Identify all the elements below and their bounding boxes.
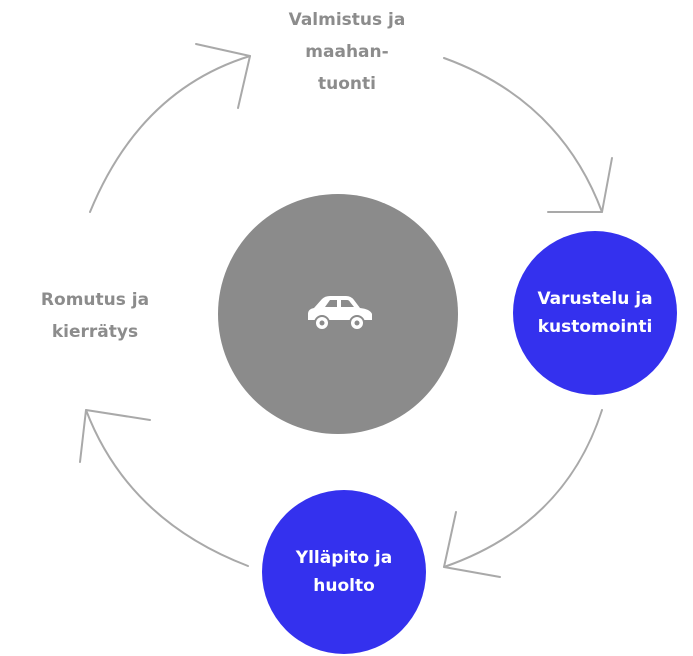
car-icon: [308, 296, 372, 331]
stage-manufacturing-line-1: Valmistus ja: [288, 10, 406, 30]
stage-equipping-line-2: kustomointi: [537, 317, 653, 337]
arrow-manufacturing-to-equipping: [443, 57, 603, 213]
stage-maintenance-line-2: huolto: [313, 576, 375, 596]
stage-manufacturing-line-3: tuonti: [318, 74, 376, 94]
arrowhead-equipping: [547, 157, 613, 213]
center-circle: [218, 194, 458, 434]
stage-maintenance: Ylläpito ja huolto: [262, 490, 426, 654]
arrowhead-maintenance: [443, 511, 501, 578]
stage-maintenance-line-1: Ylläpito ja: [295, 548, 393, 568]
stage-equipping-line-1: Varustelu ja: [537, 289, 653, 309]
stage-manufacturing: Valmistus ja maahan- tuonti: [262, 4, 432, 100]
stage-scrapping: Romutus ja kierrätys: [10, 284, 180, 348]
stage-manufacturing-line-2: maahan-: [305, 42, 389, 62]
arrowhead-scrapping: [79, 409, 151, 463]
stage-scrapping-line-1: Romutus ja: [40, 290, 150, 310]
arrow-maintenance-to-scrapping: [85, 409, 249, 567]
arrow-equipping-to-maintenance: [443, 409, 603, 568]
stage-scrapping-line-2: kierrätys: [51, 322, 139, 342]
arrowhead-manufacturing: [195, 43, 251, 109]
arrow-scrapping-to-manufacturing: [89, 55, 251, 213]
stage-equipping: Varustelu ja kustomointi: [513, 231, 677, 395]
